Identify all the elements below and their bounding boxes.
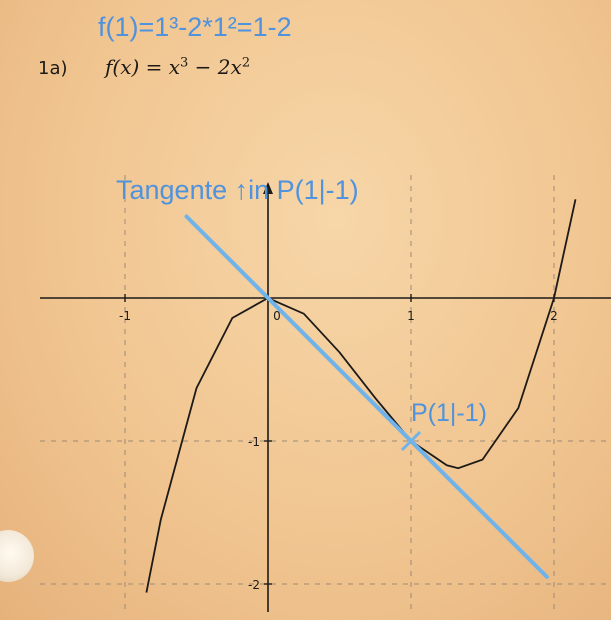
- function-minus-term: − 2x: [188, 55, 242, 79]
- handwritten-annotation: f(1)=1³-2*1²=1-2: [98, 12, 292, 42]
- y-axis-arrow: [263, 182, 273, 194]
- tangent-annotation: Tangente ↑in P(1|-1): [116, 175, 359, 205]
- point-cross-stroke: [400, 430, 422, 452]
- point-marker: [400, 430, 422, 452]
- exponent-2: 2: [241, 55, 251, 71]
- function-prefix: f(x) = x: [105, 55, 181, 79]
- tangent-line: [184, 214, 549, 579]
- point-label: P(1|-1): [411, 399, 487, 427]
- exponent-3: 3: [180, 55, 189, 71]
- x-tick-label: 1: [407, 309, 415, 323]
- x-tick-label: 0: [273, 309, 281, 323]
- x-tick-label: 2: [550, 309, 558, 323]
- tick-labels: -1 0 1 2 -1 -2: [119, 294, 558, 592]
- x-tick-label: -1: [119, 309, 131, 323]
- axes: [40, 182, 611, 612]
- function-definition: f(x) = x3 − 2x2: [105, 55, 250, 79]
- y-tick-label: -2: [248, 578, 260, 592]
- cubic-curve: [145, 199, 577, 593]
- y-tick-label: -1: [248, 435, 260, 449]
- task-number: 1a): [38, 58, 68, 79]
- grid-lines: [40, 175, 611, 612]
